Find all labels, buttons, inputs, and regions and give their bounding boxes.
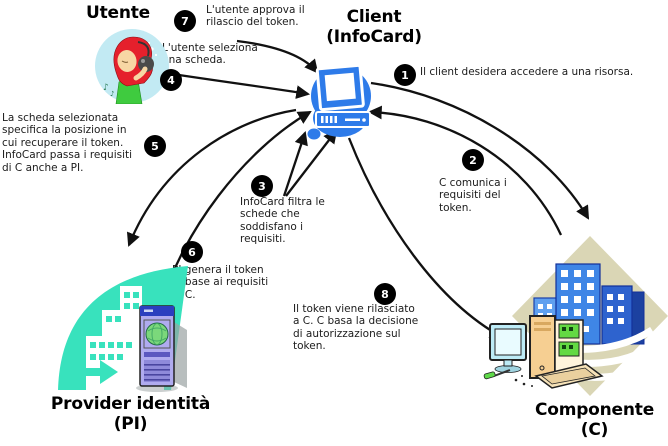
step-7-badge: 7	[174, 10, 196, 32]
utente-title: Utente	[85, 3, 151, 23]
step-2-label: C comunica i requisiti del token.	[439, 177, 507, 214]
step-5-label: La scheda selezionata specifica la posiz…	[2, 112, 133, 174]
avatar-closed-eye	[121, 60, 129, 63]
avatar-hand	[133, 66, 148, 81]
screwdriver-icon	[483, 369, 511, 380]
step-4-badge: 4	[160, 69, 182, 91]
headphone-band	[137, 41, 150, 57]
step-2-badge: 2	[462, 149, 484, 171]
componente-title-line1: Componente	[534, 400, 655, 420]
client-computer-icon	[293, 56, 385, 148]
step-3-badge: 3	[251, 175, 273, 197]
open-tray-icon	[534, 363, 604, 389]
teal-arrow-shape	[72, 360, 118, 384]
step-1-label: Il client desidera accedere a una risors…	[420, 66, 634, 78]
pc-tower-icon	[529, 315, 584, 379]
provider-title-line1: Provider identità	[50, 394, 211, 414]
step-1-badge: 1	[394, 64, 416, 86]
music-note-icon: ♪	[103, 83, 109, 93]
mouse-icon	[307, 128, 321, 140]
client-title: Client (InfoCard)	[312, 7, 436, 47]
server-tower-icon	[139, 305, 175, 387]
step-8-badge: 8	[374, 283, 396, 305]
step-5-badge: 5	[144, 135, 166, 157]
provider-title-line2: (PI)	[113, 414, 148, 434]
music-note-icon: ♪	[110, 90, 114, 98]
utente-avatar-icon: ♪ ♪	[94, 28, 170, 104]
provider-title: Provider identità (PI)	[28, 394, 233, 434]
globe-icon	[145, 322, 169, 346]
step-4-label: L'utente seleziona una scheda.	[162, 42, 258, 67]
avatar-face	[117, 50, 137, 72]
open-pc-group	[483, 315, 604, 389]
step-8-label: Il token viene rilasciato a C. C basa la…	[293, 303, 419, 353]
step-7-label: L'utente approva il rilascio del token.	[206, 4, 305, 29]
client-title-line1: Client	[346, 7, 402, 27]
componente-title: Componente (C)	[517, 400, 668, 440]
system-unit-icon	[315, 111, 371, 128]
componente-building-icon	[478, 228, 668, 398]
client-title-line2: (InfoCard)	[326, 27, 422, 47]
step-6-badge: 6	[181, 241, 203, 263]
componente-title-line2: (C)	[580, 420, 609, 440]
pc-monitor-icon	[489, 323, 527, 367]
step-3-label: InfoCard filtra le schede che soddisfano…	[240, 196, 325, 246]
provider-building-icon	[38, 252, 203, 394]
arrow-step-2	[367, 105, 563, 236]
monitor-icon	[315, 63, 365, 112]
server-shadow	[174, 322, 187, 388]
